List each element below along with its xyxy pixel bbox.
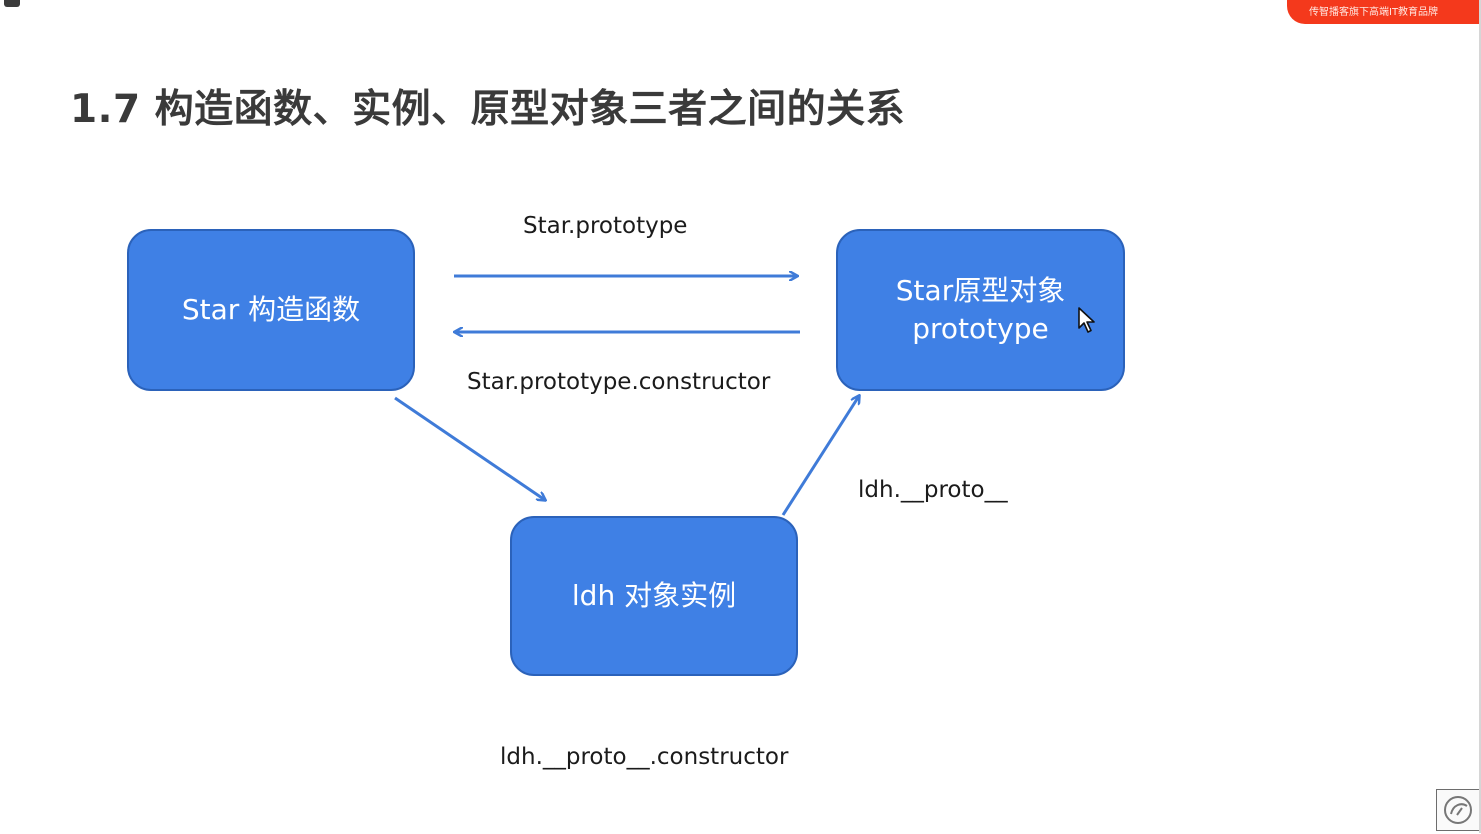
mouse-pointer-icon bbox=[1078, 307, 1095, 333]
edge-label-proto-constructor: ldh.__proto__.constructor bbox=[500, 744, 789, 770]
constructor-node: Star 构造函数 bbox=[127, 229, 415, 391]
arrow-constructor-to-instance bbox=[394, 396, 545, 500]
brand-badge: 传智播客旗下高端IT教育品牌 bbox=[1287, 0, 1481, 24]
arrow-instance-to-prototype bbox=[781, 396, 859, 516]
instance-node-label: ldh 对象实例 bbox=[571, 579, 737, 613]
brand-badge-text: 传智播客旗下高端IT教育品牌 bbox=[1309, 7, 1439, 18]
edge-label-proto: ldh.__proto__ bbox=[858, 477, 1008, 503]
edge-label-constructor: Star.prototype.constructor bbox=[467, 369, 771, 395]
edge-label-prototype: Star.prototype bbox=[523, 213, 688, 239]
prototype-node-label: Star原型对象 bbox=[895, 274, 1066, 308]
watermark-logo-icon bbox=[1436, 789, 1480, 831]
constructor-node-label: Star 构造函数 bbox=[181, 293, 361, 327]
page-title: 1.7 构造函数、实例、原型对象三者之间的关系 bbox=[70, 87, 906, 132]
prototype-node: Star原型对象 prototype bbox=[836, 229, 1125, 391]
window-corner-mark bbox=[4, 0, 20, 7]
instance-node: ldh 对象实例 bbox=[510, 516, 798, 676]
window-edge-divider bbox=[1479, 0, 1481, 833]
prototype-node-sublabel: prototype bbox=[912, 312, 1049, 345]
